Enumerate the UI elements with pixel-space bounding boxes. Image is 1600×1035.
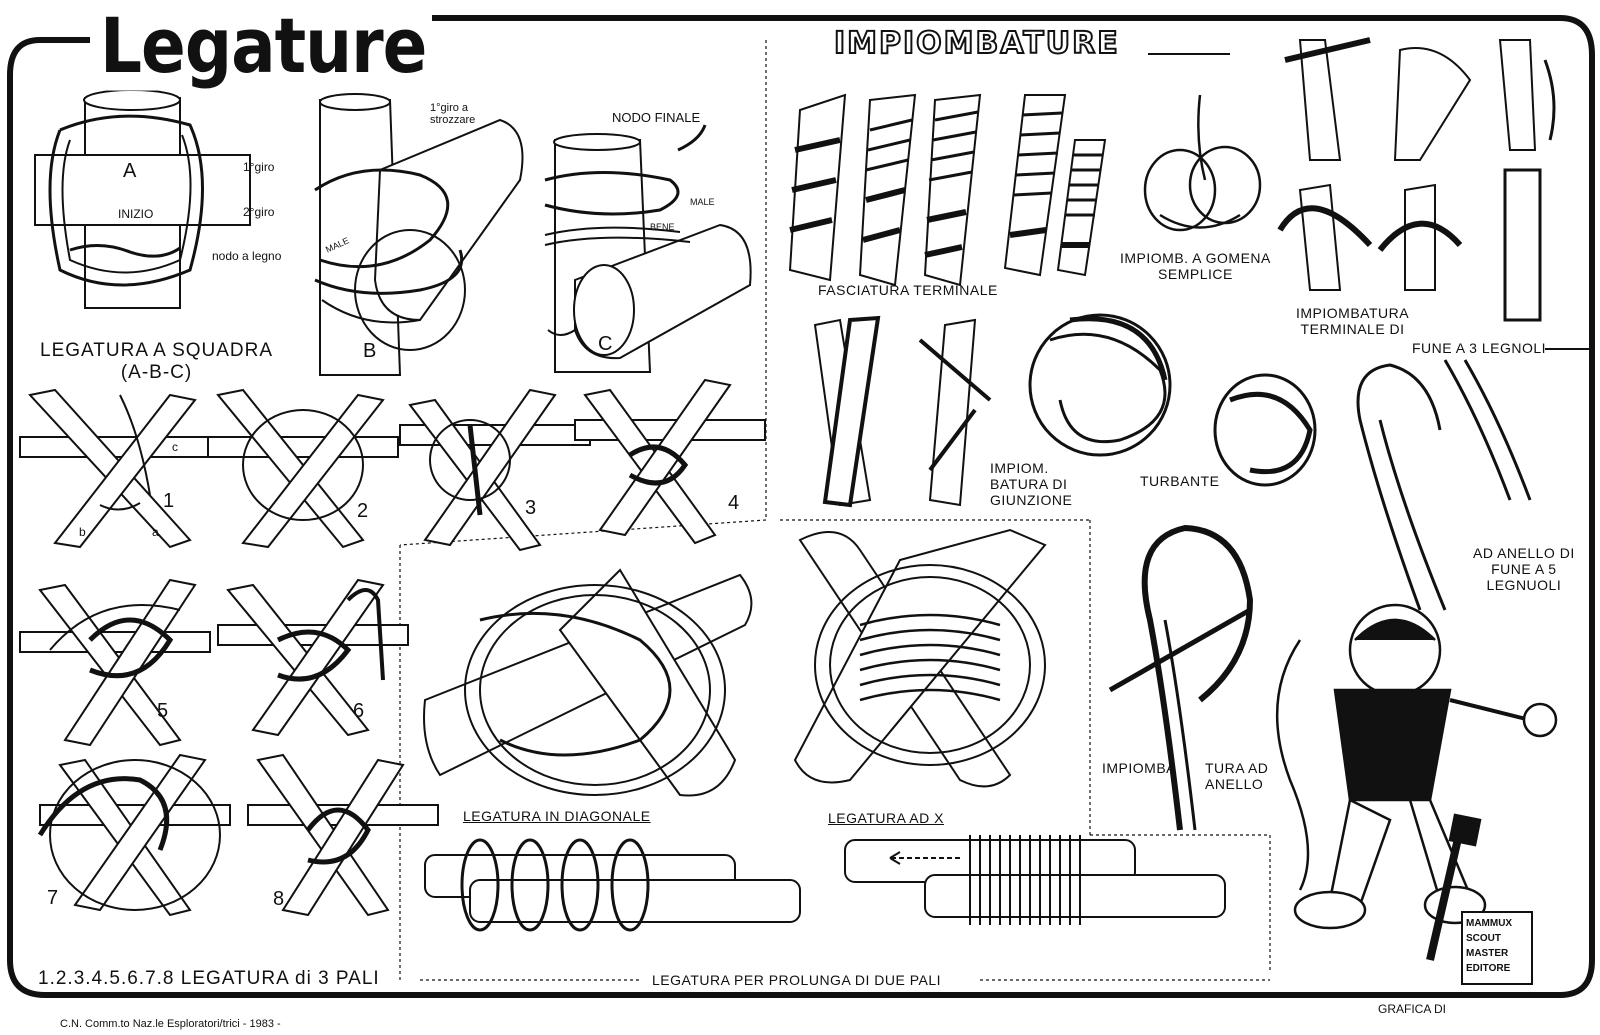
publisher-stamp [1461,911,1533,985]
section-title-impiombature: IMPIOMBATURE [830,25,1124,62]
turks-head-caption: TURBANTE [1140,473,1220,489]
step-number-5: 5 [157,700,169,722]
footer-text: C.N. Comm.to Naz.le Esploratori/trici - … [60,1018,281,1030]
square-lashing-a [34,89,251,309]
three-strand-caption: FUNE A 3 LEGNOLI [1412,340,1547,356]
panel-c-label: C [598,333,613,355]
diagonal-lashing [423,568,753,797]
x-lashing [793,528,1047,788]
pole-letter-a: a [152,525,159,539]
pole-letter-c: c [172,440,178,454]
frame-border [7,15,1595,998]
inizio-label: INIZIO [118,207,154,221]
timber-hitch-label: nodo a legno [212,249,282,263]
step-number-2: 2 [357,500,369,522]
gomena-splice [1143,94,1262,232]
choke-turn-label: 1°giro a strozzare [430,102,476,126]
publisher-stamp-text: MAMMUX SCOUT MASTER EDITORE [1466,918,1513,974]
terminal-splice-caption: IMPIOMBATURA TERMINALE DI [1296,305,1410,338]
turks-head-illustrations [1028,313,1317,487]
junction-splice-caption: IMPIOM. BATURA DI GIUNZIONE [990,460,1073,509]
three-pole-steps [19,378,766,917]
credit-label: GRAFICA DI [1378,1002,1447,1016]
second-turn-label: 2°giro [243,205,275,219]
extension-lashing-left [424,838,801,932]
wrong-label-c: MALE [690,197,715,207]
step-number-4: 4 [728,492,740,514]
terminal-splice-illustrations [1277,37,1556,322]
junction-splice-illustrations [813,315,992,508]
step-number-6: 6 [353,700,365,722]
pole-letter-b: b [79,525,86,539]
whipping-illustrations [788,93,1107,287]
step-number-7: 7 [47,887,59,909]
scout-character-illustration [1275,603,1558,961]
five-strand-caption: AD ANELLO DI FUNE A 5 LEGNUOLI [1473,545,1575,594]
extension-lashing-right [844,835,1226,925]
right-label: BENE [650,222,675,232]
x-lashing-caption: LEGATURA AD X [828,810,944,826]
first-turn-label: 1°giro [243,160,275,174]
panel-a-label: A [123,160,137,182]
eye-splice-caption-right: TURA AD ANELLO [1205,760,1269,793]
five-strand-splice-illustration [1356,359,1532,611]
square-lashing-c [544,124,752,373]
step-number-8: 8 [273,888,285,910]
square-lashing-caption: LEGATURA A SQUADRA (A-B-C) [40,340,274,383]
step-number-3: 3 [525,497,537,519]
page-title: Legature [94,2,433,91]
diagonal-lashing-caption: LEGATURA IN DIAGONALE [463,808,651,824]
three-poles-caption: 1.2.3.4.5.6.7.8 LEGATURA di 3 PALI [38,968,380,989]
eye-splice-caption-left: IMPIOMBA [1102,760,1177,776]
square-lashing-b [314,93,524,376]
extension-lashing-caption: LEGATURA PER PROLUNGA DI DUE PALI [648,972,946,989]
step-number-1: 1 [163,490,175,512]
final-knot-label: NODO FINALE [612,110,701,125]
panel-b-label: B [363,340,377,362]
gomena-splice-caption: IMPIOMB. A GOMENA SEMPLICE [1120,250,1271,283]
whipping-caption: FASCIATURA TERMINALE [818,282,998,298]
eye-splice-illustration [1108,524,1254,831]
